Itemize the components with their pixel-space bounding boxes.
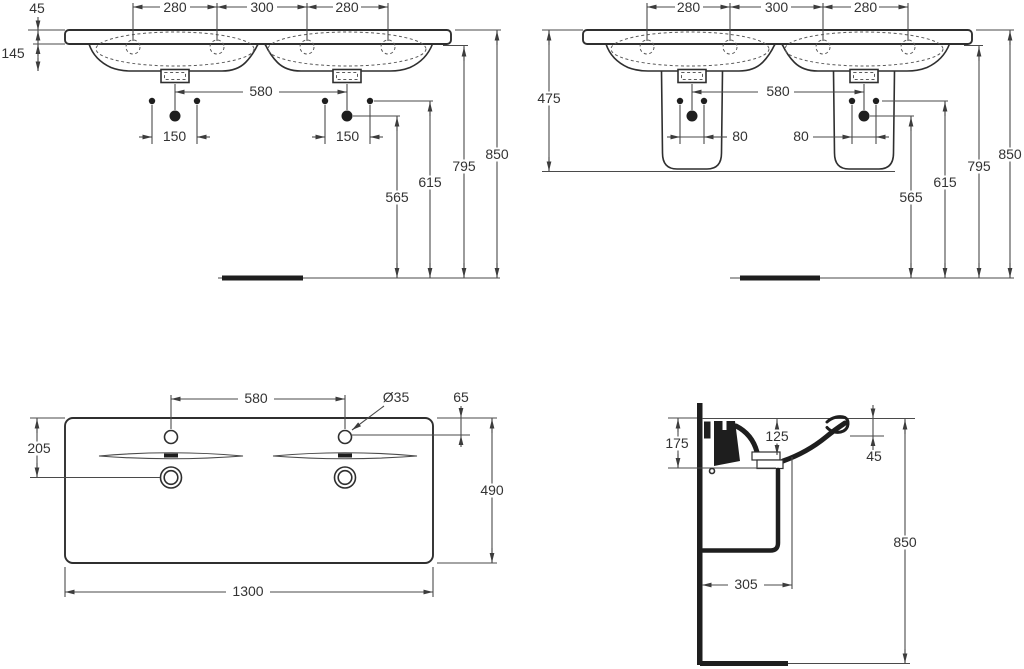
dim-ped-850: 850 [998, 146, 1022, 162]
dim-plan-depth: 490 [480, 482, 504, 498]
dim-ped-565: 565 [899, 189, 923, 205]
overflow-slots-plan [98, 452, 418, 460]
dim-front-total-depth: 145 [1, 45, 25, 61]
drain-outlets-front [160, 68, 362, 84]
plan-view: 580 Ø35 65 205 490 1300 [22, 389, 507, 599]
dim-front-795: 795 [452, 158, 476, 174]
front-view-dimensions [28, 3, 501, 279]
dim-front-615: 615 [418, 174, 442, 190]
floor-mark-pedestal [740, 275, 820, 281]
dim-plan-width: 1300 [232, 583, 263, 599]
front-view: 45 145 280 300 280 580 150 150 565 615 7… [1, 0, 512, 281]
dim-ped-tap-right: 280 [854, 0, 878, 15]
dim-plan-tap-centres: 580 [244, 390, 268, 406]
fixing-holes-pedestal [676, 97, 880, 122]
dim-front-fixing-left: 150 [163, 128, 187, 144]
dim-front-tap-center: 300 [250, 0, 274, 15]
dim-plan-tap-hole: Ø35 [383, 389, 410, 405]
dim-front-fixing-right: 150 [336, 128, 360, 144]
front-pedestal-view: 280 300 280 475 580 80 80 565 615 795 85… [532, 0, 1024, 281]
basin-plan-outline [64, 417, 434, 564]
siphon-cover-section [700, 467, 781, 553]
dim-front-bowl-centres: 580 [249, 83, 273, 99]
dim-section-bowl-depth: 125 [765, 428, 789, 444]
dim-section-back-height: 175 [665, 435, 689, 451]
section-view: 175 125 45 850 305 [661, 403, 920, 666]
dim-ped-fixing-left: 80 [732, 128, 748, 144]
dim-ped-pedestal-height: 475 [537, 90, 561, 106]
dim-ped-bowl-centres: 580 [766, 83, 790, 99]
fixing-holes-front [148, 97, 374, 122]
bowl-outline-pedestal [605, 43, 951, 72]
dim-ped-fixing-right: 80 [793, 128, 809, 144]
dim-plan-tap-offset: 65 [453, 389, 469, 405]
dim-front-tap-right: 280 [335, 0, 359, 15]
basin-slab-front [64, 29, 452, 45]
floor-line-thick [700, 661, 788, 666]
dim-front-850: 850 [485, 146, 509, 162]
drain-outlets-pedestal [677, 68, 879, 84]
floor-mark-front [222, 275, 303, 281]
dim-front-565: 565 [385, 189, 409, 205]
drain-holes-plan [159, 466, 357, 489]
dim-front-tap-left: 280 [163, 0, 187, 15]
dim-ped-795: 795 [967, 158, 991, 174]
dim-ped-615: 615 [933, 174, 957, 190]
dim-plan-bowl-offset: 205 [27, 440, 51, 456]
dim-section-projection: 305 [734, 576, 758, 592]
dim-section-front-lip: 45 [866, 448, 882, 464]
dim-section-height: 850 [893, 534, 917, 550]
basin-section-profile [702, 415, 850, 475]
dim-ped-tap-left: 280 [677, 0, 701, 15]
bowl-rim-hidden-lines [95, 31, 427, 67]
basin-slab-pedestal [582, 29, 973, 45]
wall-line [697, 403, 703, 665]
dim-front-slab-thickness: 45 [29, 0, 45, 16]
bowl-rim-hidden-lines-pedestal [610, 31, 944, 67]
dim-ped-tap-center: 300 [765, 0, 789, 15]
tap-holes-plan [163, 429, 353, 445]
bowl-outline-front [88, 43, 434, 72]
